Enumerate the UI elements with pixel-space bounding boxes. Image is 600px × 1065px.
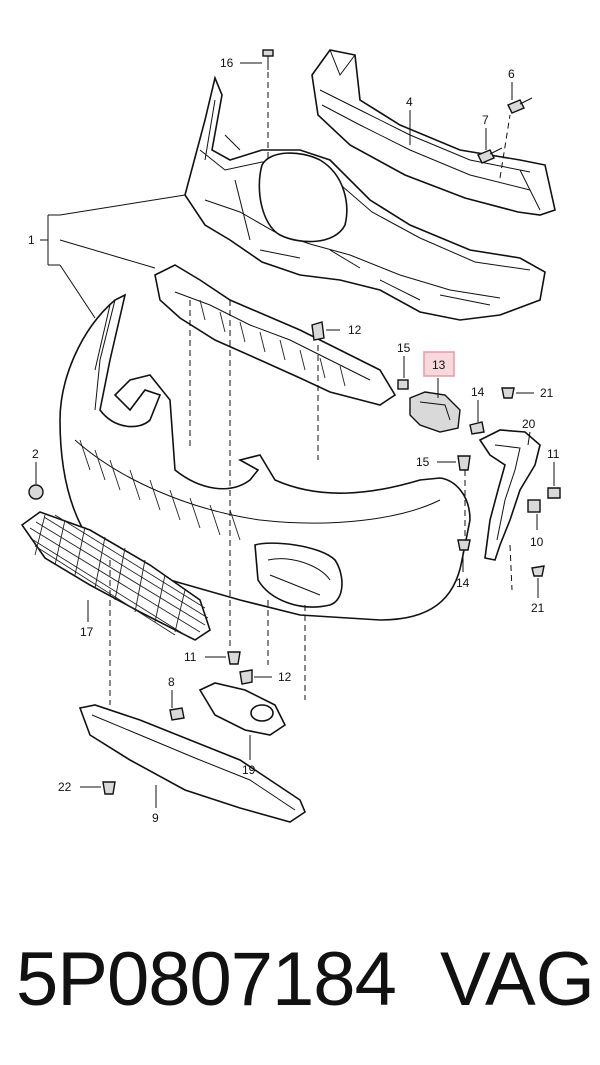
- mounting-bracket-13: [409, 391, 461, 433]
- callout-11-right: 11: [547, 447, 560, 461]
- callout-11-lower: 11: [184, 650, 197, 664]
- callout-10: 10: [530, 535, 544, 549]
- callout-14-upper: 14: [471, 385, 485, 399]
- caption: 5P0807184 VAG: [0, 925, 600, 1035]
- callout-14-lower: 14: [456, 576, 470, 590]
- callout-17: 17: [80, 625, 94, 639]
- lower-grille: [20, 511, 211, 641]
- upper-carrier: [184, 75, 546, 321]
- side-guide-bracket: [478, 429, 541, 561]
- assembly-lines: [109, 72, 513, 705]
- callout-9: 9: [152, 811, 159, 825]
- callout-21-upper: 21: [540, 386, 554, 400]
- callout-16: 16: [220, 56, 234, 70]
- highlight-box: [423, 351, 455, 377]
- callout-4: 4: [406, 95, 413, 109]
- callout-19: 19: [242, 763, 256, 777]
- callout-labels: 16 6 4 7 1 12 15 13 14 21 20 2 15 11 10 …: [28, 56, 560, 825]
- callout-1: 1: [28, 233, 35, 247]
- impact-bar: [311, 49, 556, 216]
- part-number: 5P0807184: [16, 937, 397, 1022]
- callout-15-lower: 15: [416, 455, 430, 469]
- callout-22: 22: [58, 780, 72, 794]
- fog-light-trim: [198, 682, 287, 736]
- callout-12-upper: 12: [348, 323, 362, 337]
- callout-13: 13: [432, 358, 446, 372]
- energy-absorber: [154, 264, 397, 406]
- callout-8: 8: [168, 675, 175, 689]
- callout-7: 7: [482, 113, 489, 127]
- callout-15-upper: 15: [397, 341, 411, 355]
- callout-20: 20: [522, 417, 536, 431]
- bumper-exploded-diagram: 16 6 4 7 1 12 15 13 14 21 20 2 15 11 10 …: [20, 49, 561, 825]
- callout-21-lower: 21: [531, 601, 545, 615]
- callout-2: 2: [32, 447, 39, 461]
- brand-name: VAG: [440, 937, 595, 1022]
- callout-12-lower: 12: [278, 670, 292, 684]
- fasteners: [28, 49, 561, 795]
- leader-lines: [35, 62, 555, 808]
- callout-6: 6: [508, 67, 515, 81]
- bumper-cover: [59, 293, 471, 621]
- lower-spoiler: [78, 704, 306, 823]
